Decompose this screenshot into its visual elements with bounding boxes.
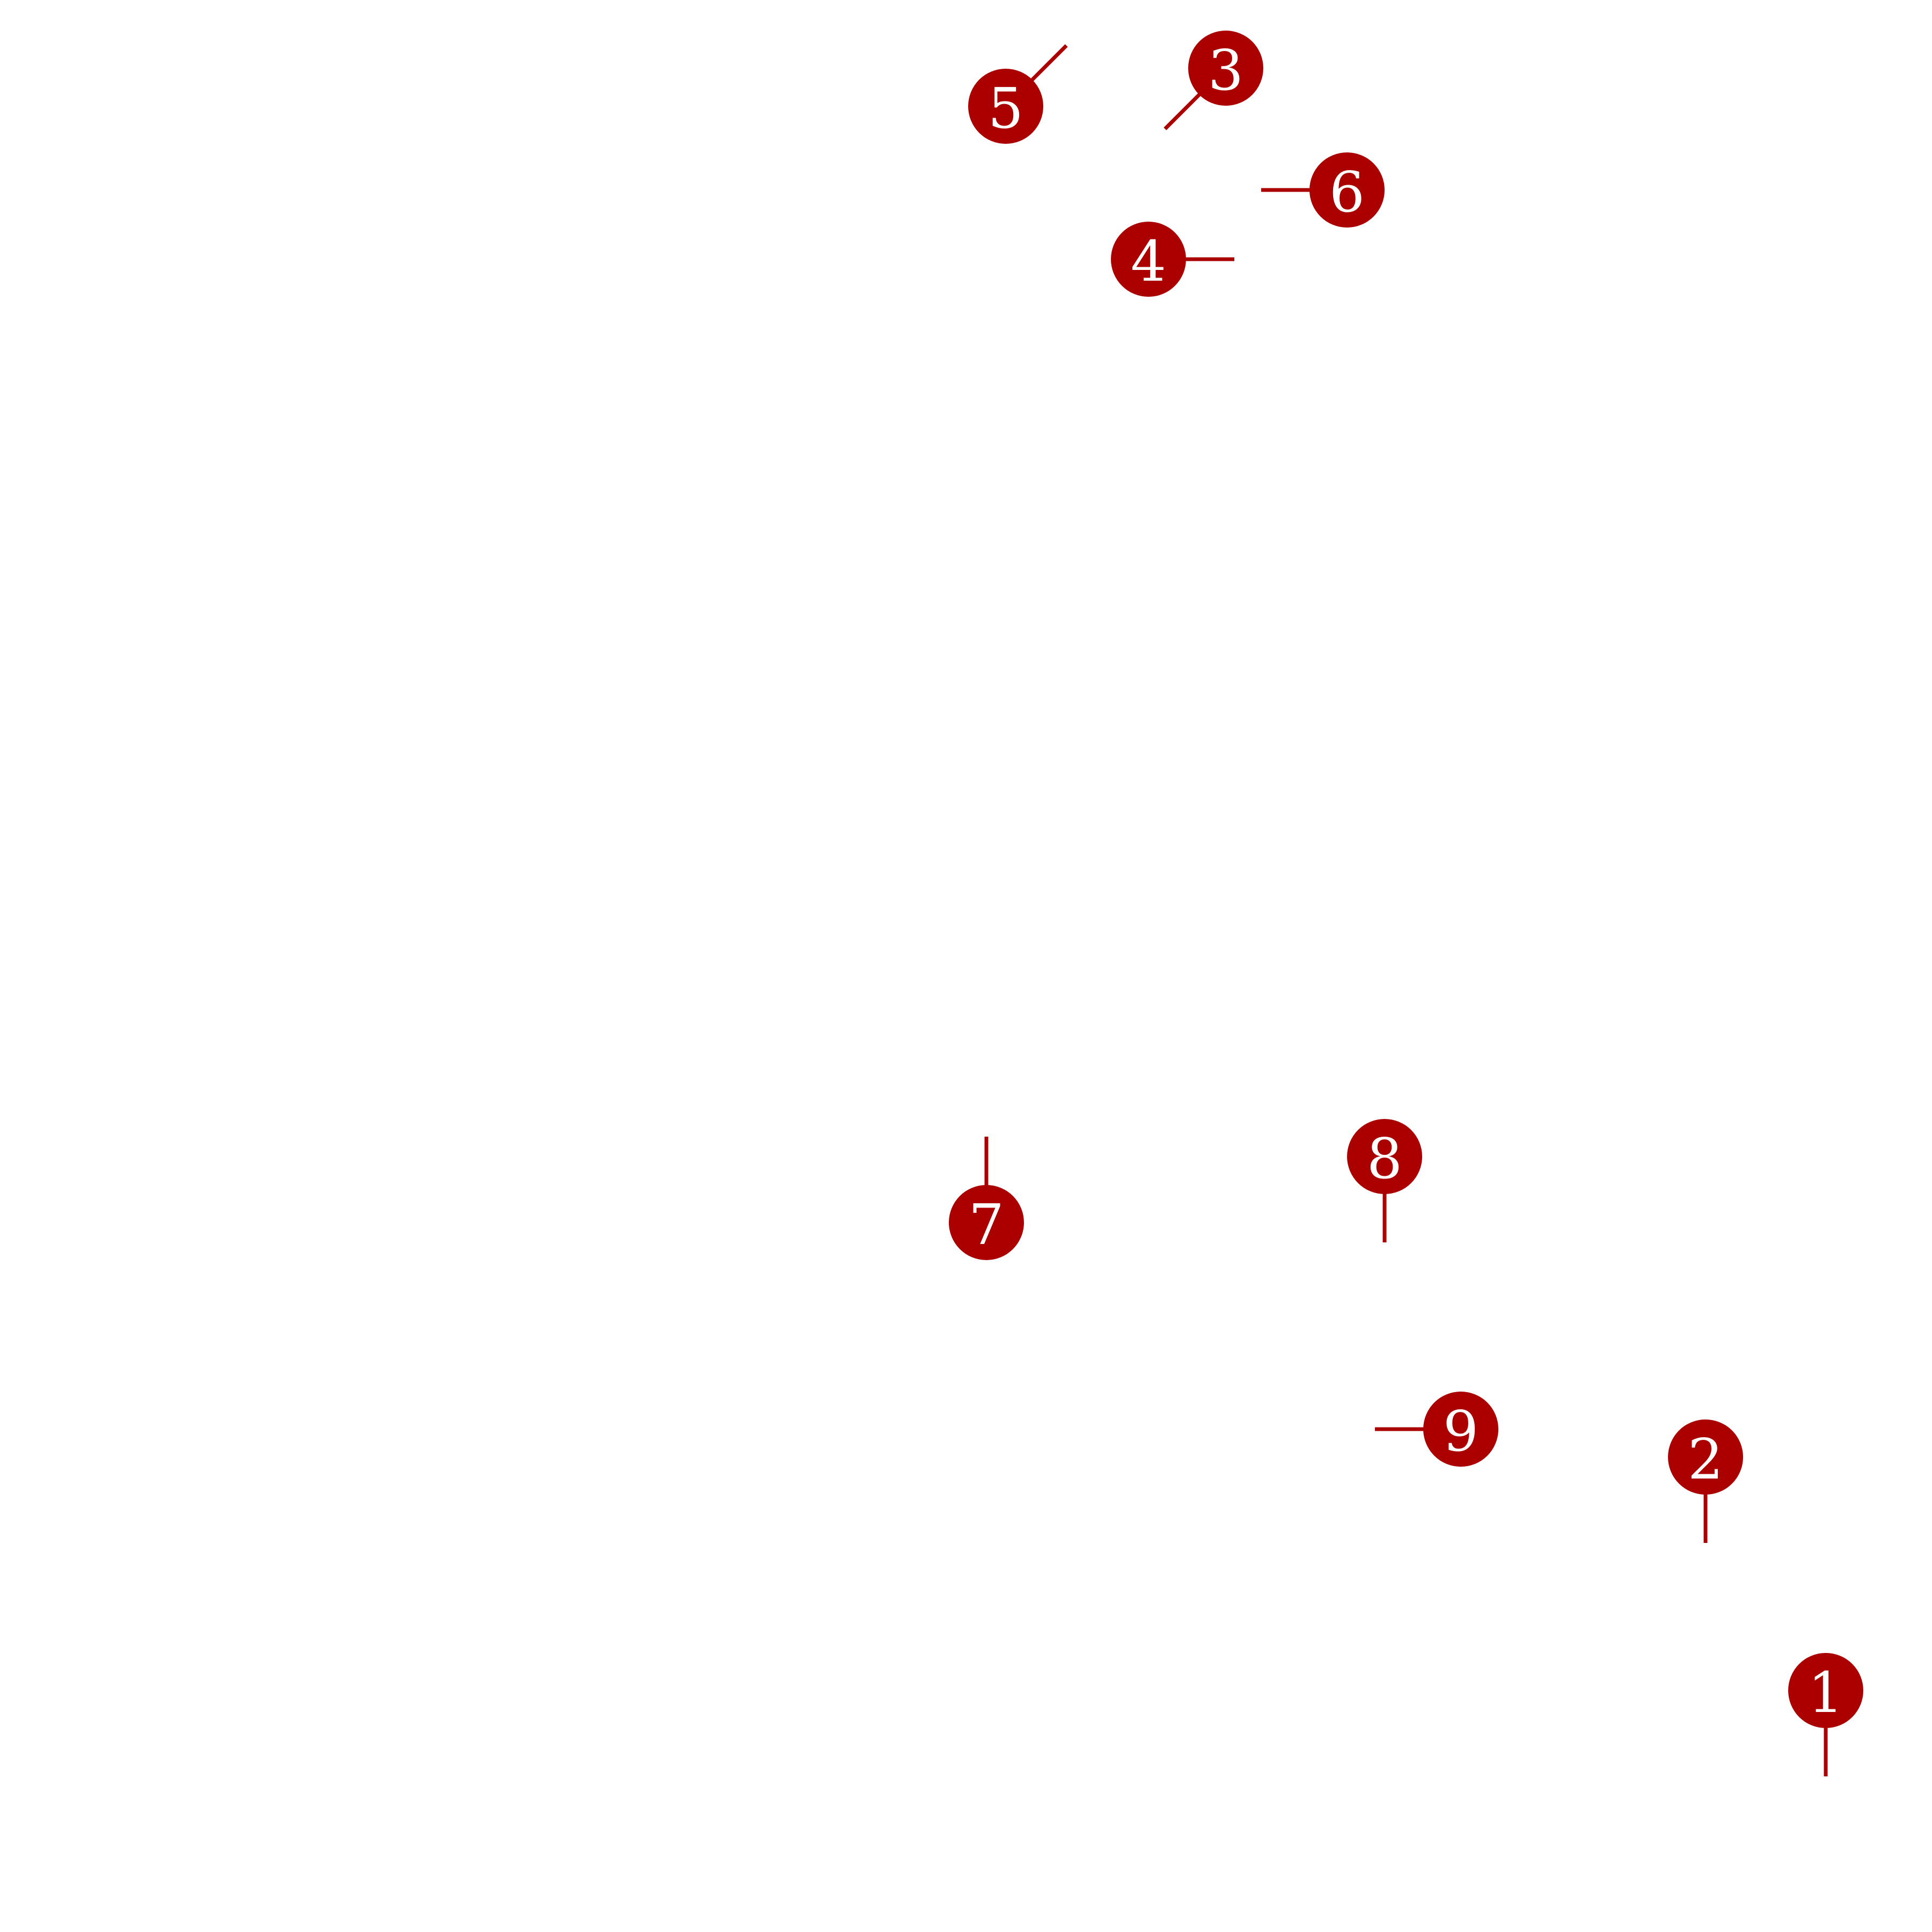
marker-label: 8	[1367, 1126, 1402, 1191]
map-marker-9[interactable]: 9	[1375, 1392, 1498, 1467]
marker-circle[interactable]	[949, 1185, 1024, 1260]
markers-layer: 1 2 3 4 5 6 7 8 9	[949, 31, 1863, 1776]
marker-label: 7	[969, 1192, 1004, 1257]
marker-label: 2	[1688, 1426, 1723, 1492]
map-marker-7[interactable]: 7	[949, 1137, 1024, 1260]
marker-circle[interactable]	[1309, 152, 1385, 228]
marker-leader-line	[1163, 92, 1202, 130]
map-marker-2[interactable]: 2	[1668, 1419, 1743, 1543]
marker-circle[interactable]	[1423, 1392, 1498, 1467]
marker-label: 3	[1208, 38, 1243, 103]
marker-circle[interactable]	[1347, 1119, 1422, 1194]
marker-circle[interactable]	[968, 69, 1043, 144]
marker-label: 6	[1329, 159, 1365, 225]
marker-label: 9	[1443, 1399, 1479, 1464]
marker-circle[interactable]	[1111, 222, 1186, 297]
marker-label: 5	[988, 76, 1023, 141]
marker-label: 4	[1131, 229, 1166, 294]
marker-label: 1	[1808, 1660, 1843, 1725]
map-marker-1[interactable]: 1	[1788, 1653, 1863, 1776]
marker-circle[interactable]	[1188, 31, 1263, 106]
map-marker-3[interactable]: 3	[1163, 31, 1263, 130]
map-marker-8[interactable]: 8	[1347, 1119, 1422, 1242]
map-marker-6[interactable]: 6	[1261, 152, 1385, 228]
map-marker-5[interactable]: 5	[968, 44, 1068, 144]
map-marker-4[interactable]: 4	[1111, 222, 1234, 297]
marker-leader-line	[1029, 44, 1068, 83]
marker-circle[interactable]	[1668, 1419, 1743, 1495]
marker-circle[interactable]	[1788, 1653, 1863, 1728]
